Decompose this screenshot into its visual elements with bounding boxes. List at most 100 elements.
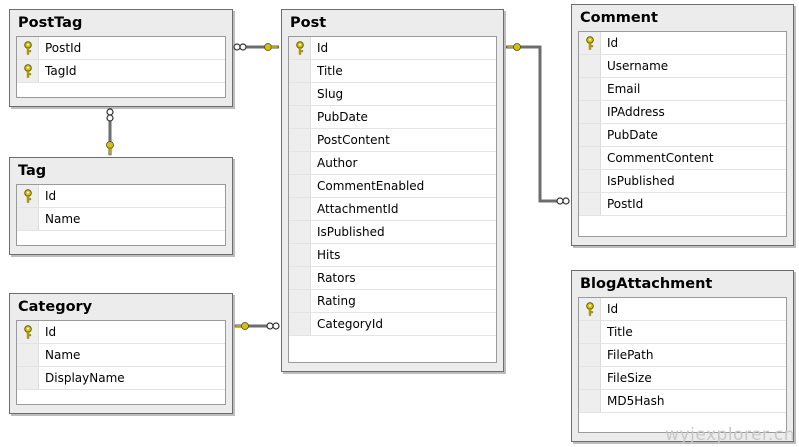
row-selector[interactable]	[17, 60, 39, 82]
row-selector[interactable]	[579, 78, 601, 100]
row-selector[interactable]	[579, 344, 601, 366]
key-icon	[24, 189, 32, 203]
column-row[interactable]: FilePath	[579, 344, 786, 367]
row-selector[interactable]	[579, 321, 601, 343]
row-selector[interactable]	[579, 55, 601, 77]
column-row[interactable]: Id	[17, 185, 225, 208]
row-selector[interactable]	[17, 321, 39, 343]
row-selector[interactable]	[289, 152, 311, 174]
row-selector[interactable]	[579, 390, 601, 412]
rel-posttag-post[interactable]	[233, 43, 279, 51]
infinity-icon	[233, 43, 247, 51]
row-selector[interactable]	[579, 32, 601, 54]
column-name: Username	[607, 59, 669, 73]
column-row[interactable]: Slug	[289, 83, 496, 106]
column-row[interactable]: DisplayName	[17, 367, 225, 390]
row-selector[interactable]	[17, 185, 39, 207]
row-selector[interactable]	[579, 193, 601, 215]
column-row[interactable]: AttachmentId	[289, 198, 496, 221]
column-name: Name	[45, 348, 81, 362]
row-selector[interactable]	[579, 170, 601, 192]
column-name: Id	[45, 189, 57, 203]
column-row[interactable]: IsPublished	[579, 170, 786, 193]
column-row[interactable]: Id	[579, 32, 786, 55]
column-name: Author	[317, 156, 358, 170]
table-title: Post	[290, 15, 327, 31]
column-row[interactable]: PubDate	[289, 106, 496, 129]
row-selector[interactable]	[579, 147, 601, 169]
column-name: IsPublished	[317, 225, 385, 239]
column-row[interactable]: Email	[579, 78, 786, 101]
row-selector[interactable]	[289, 106, 311, 128]
column-row[interactable]: Title	[579, 321, 786, 344]
row-selector[interactable]	[289, 175, 311, 197]
key-icon	[586, 302, 594, 316]
column-name: CommentContent	[607, 151, 714, 165]
column-name: Name	[45, 212, 81, 226]
row-selector[interactable]	[289, 60, 311, 82]
row-selector[interactable]	[289, 83, 311, 105]
column-row[interactable]: PostId	[17, 37, 225, 60]
rel-post-category[interactable]	[234, 322, 280, 330]
rel-post-comment[interactable]	[506, 43, 570, 205]
table-title: Tag	[18, 163, 47, 179]
column-row[interactable]: Name	[17, 344, 225, 367]
row-selector[interactable]	[579, 298, 601, 320]
column-row[interactable]: PostContent	[289, 129, 496, 152]
column-name: Hits	[317, 248, 341, 262]
column-row[interactable]: Rators	[289, 267, 496, 290]
column-row[interactable]: Title	[289, 60, 496, 83]
column-row[interactable]: Id	[289, 37, 496, 60]
row-selector[interactable]	[579, 367, 601, 389]
column-row[interactable]: Id	[579, 298, 786, 321]
column-name: Rators	[317, 271, 356, 285]
row-selector[interactable]	[289, 290, 311, 312]
row-selector[interactable]	[289, 267, 311, 289]
column-row[interactable]: IsPublished	[289, 221, 496, 244]
row-selector[interactable]	[289, 244, 311, 266]
row-selector[interactable]	[17, 367, 39, 389]
column-row[interactable]: Name	[17, 208, 225, 231]
row-selector[interactable]	[289, 37, 311, 59]
column-name: Id	[607, 302, 619, 316]
column-row[interactable]: Author	[289, 152, 496, 175]
row-selector[interactable]	[17, 344, 39, 366]
column-name: PostContent	[317, 133, 390, 147]
row-selector[interactable]	[579, 124, 601, 146]
column-row[interactable]: MD5Hash	[579, 390, 786, 413]
column-name: PubDate	[317, 110, 368, 124]
column-row[interactable]: PostId	[579, 193, 786, 216]
column-row[interactable]: TagId	[17, 60, 225, 83]
column-row[interactable]: FileSize	[579, 367, 786, 390]
row-selector[interactable]	[289, 129, 311, 151]
column-name: IPAddress	[607, 105, 665, 119]
row-selector[interactable]	[289, 221, 311, 243]
column-row[interactable]: Hits	[289, 244, 496, 267]
column-row[interactable]: Id	[17, 321, 225, 344]
column-row[interactable]: Rating	[289, 290, 496, 313]
column-row[interactable]: IPAddress	[579, 101, 786, 124]
row-selector[interactable]	[17, 208, 39, 230]
column-row[interactable]: CommentEnabled	[289, 175, 496, 198]
column-row[interactable]: Username	[579, 55, 786, 78]
column-row[interactable]: PubDate	[579, 124, 786, 147]
row-selector[interactable]	[579, 101, 601, 123]
rel-posttag-tag[interactable]	[106, 108, 114, 156]
key-icon	[24, 64, 32, 78]
table-title: BlogAttachment	[580, 276, 713, 292]
column-name: PostId	[45, 41, 82, 55]
row-selector[interactable]	[17, 37, 39, 59]
row-selector[interactable]	[289, 313, 311, 335]
row-selector[interactable]	[289, 198, 311, 220]
column-row[interactable]: CategoryId	[289, 313, 496, 336]
column-row[interactable]: CommentContent	[579, 147, 786, 170]
